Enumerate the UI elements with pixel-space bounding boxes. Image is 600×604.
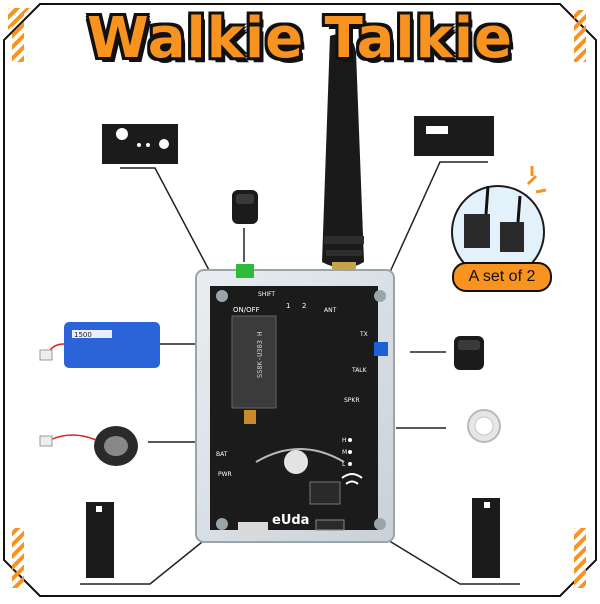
lead-lines [80, 161, 520, 585]
battery-label: 1500 [74, 331, 92, 339]
corner-stripe-tl-bar [12, 10, 24, 62]
label-spkr: SPKR [344, 397, 360, 404]
corner-stripe-br-bar [574, 528, 586, 588]
corner-stripe-tr-bar [574, 10, 586, 62]
label-channel-1: 1 [286, 302, 290, 310]
label-talk: TALK [351, 367, 368, 374]
battery-pack: 1500 [39, 322, 160, 368]
label-led-l: L [342, 461, 346, 468]
knob-cap-right [454, 336, 484, 370]
label-on-off: ON/OFF [233, 306, 260, 314]
corner-stripe-bl-bar [12, 528, 24, 588]
side-bar-right [472, 498, 500, 578]
label-bat: BAT [216, 451, 228, 458]
frame-border [3, 3, 597, 597]
cover-plate-right [414, 116, 494, 156]
label-channel-2: 2 [302, 302, 306, 310]
brand-logo-text: eUda [272, 513, 309, 528]
speaker [39, 426, 138, 466]
label-ant: ANT [324, 307, 337, 314]
module-text: SS8K-U303 H [256, 332, 264, 378]
page-title: Walkie Talkie [86, 6, 514, 71]
side-bar-left [86, 502, 114, 578]
label-shift: SHIFT [258, 291, 275, 298]
set-of-two-bubble [451, 166, 547, 279]
device-case [195, 264, 395, 543]
spacer-ring [467, 409, 501, 443]
label-tx: TX [359, 331, 368, 338]
label-led-m: M [342, 449, 347, 456]
set-badge: A set of 2 [452, 262, 552, 292]
knob-cap-top [232, 190, 258, 224]
cover-plate-left [102, 124, 178, 164]
antenna [322, 34, 364, 292]
label-led-h: H [342, 437, 347, 444]
label-pwr: PWR [218, 471, 232, 478]
